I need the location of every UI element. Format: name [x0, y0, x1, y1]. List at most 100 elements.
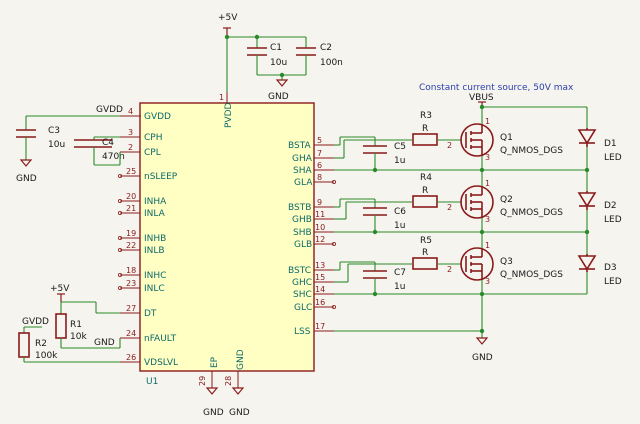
gnd-c3-label: GND: [16, 174, 37, 184]
ic-pin-num: 23: [126, 279, 136, 288]
gnd-c1c2-symbol: GND: [268, 79, 289, 102]
ic-pin-num: 19: [126, 229, 136, 238]
ic-pin-num: 25: [126, 167, 136, 176]
c2-ref: C2: [320, 43, 332, 53]
ic-pin-num: 2: [128, 143, 133, 152]
ic-pin-name: GHA: [292, 154, 313, 164]
ic-pin-num: 3: [128, 128, 133, 137]
ic-pin-name: CPL: [144, 148, 161, 158]
r3-ref: R3: [420, 111, 432, 121]
capacitor-c7[interactable]: [363, 270, 387, 279]
q1-ref: Q1: [500, 133, 513, 143]
d2-ref: D2: [604, 201, 617, 211]
led-d1[interactable]: [577, 128, 597, 147]
q1-pin-1: 1: [485, 117, 490, 126]
led-d3[interactable]: [577, 254, 597, 272]
gnd-fault-label: GND: [94, 338, 115, 348]
q2-pin-3: 3: [485, 215, 490, 224]
d1-value: LED: [604, 153, 622, 163]
ic-pin-num: 17: [315, 322, 325, 331]
ic-pin-num: 14: [315, 285, 325, 294]
c3-value: 10u: [48, 140, 65, 150]
ic-pin-name: LSS: [294, 327, 311, 337]
ic-pin-name: GLA: [294, 178, 313, 188]
ic-pin-name: VDSLVL: [144, 358, 178, 368]
r4-value: R: [422, 186, 428, 196]
q2-value: Q_NMOS_DGS: [500, 208, 563, 218]
transistor-q3[interactable]: [460, 247, 494, 281]
ic-u1-body[interactable]: [139, 102, 315, 372]
gnd-lss-label: GND: [472, 353, 493, 363]
plus5v-left-label: +5V: [50, 284, 70, 294]
ic-pin-name: CPH: [144, 133, 162, 143]
ic-pin-num-28: 28: [224, 376, 233, 386]
c5-ref: C5: [394, 142, 406, 152]
ic-pin-num: 10: [315, 223, 325, 232]
ic-pin-num: 11: [315, 210, 325, 219]
r1-value: 10k: [70, 332, 87, 342]
r2-ref: R2: [35, 339, 47, 349]
transistor-q2[interactable]: [460, 185, 494, 219]
ic-pin-num: 8: [317, 173, 322, 182]
ic-pin-name: GHC: [292, 278, 312, 288]
capacitor-c3[interactable]: [16, 129, 36, 138]
ic-pin-name: nFAULT: [144, 334, 177, 344]
c3-ref: C3: [48, 126, 60, 136]
r5-ref: R5: [420, 236, 432, 246]
ic-pin-name: GHB: [292, 215, 312, 225]
ic-u1-ref: U1: [146, 377, 158, 387]
capacitor-c4[interactable]: [74, 139, 112, 148]
led-d2[interactable]: [577, 191, 597, 210]
resistor-r4[interactable]: [412, 195, 438, 208]
resistor-r1[interactable]: [55, 313, 67, 339]
ic-pin-num: 9: [317, 198, 322, 207]
resistor-r3[interactable]: [412, 133, 438, 146]
r2-value: 100k: [35, 351, 58, 361]
ic-pin-num-4: 4: [128, 107, 133, 116]
ic-pin-name: INLC: [144, 284, 165, 294]
gnd-c3-symbol: GND: [16, 159, 37, 184]
ic-pin-num: 22: [126, 241, 136, 250]
q3-ref: Q3: [500, 257, 513, 267]
d3-value: LED: [604, 277, 622, 287]
capacitor-c1[interactable]: [247, 47, 267, 56]
note-constant-current: Constant current source, 50V max: [419, 83, 574, 93]
gvdd-top-label: GVDD: [96, 105, 123, 115]
q3-pin-3: 3: [485, 277, 490, 286]
gnd-28-symbol: GND: [229, 387, 250, 418]
c7-value: 1u: [394, 282, 405, 292]
r4-ref: R4: [420, 173, 432, 183]
c5-value: 1u: [394, 156, 405, 166]
ic-pin-name: DT: [144, 309, 157, 319]
capacitor-c5[interactable]: [363, 145, 387, 154]
ic-pin-num-29: 29: [198, 376, 207, 386]
gnd-c1c2-label: GND: [268, 92, 289, 102]
q2-pin-1: 1: [485, 179, 490, 188]
ic-pin-name: INLB: [144, 246, 165, 256]
capacitor-c2[interactable]: [296, 47, 316, 56]
c2-value: 100n: [320, 58, 343, 68]
ic-pin-gnd: GND: [236, 349, 246, 370]
ic-pin-name: BSTA: [288, 141, 312, 151]
q3-pin-1: 1: [485, 241, 490, 250]
r1-ref: R1: [70, 320, 82, 330]
gvdd-left-label: GVDD: [22, 317, 49, 327]
d1-ref: D1: [604, 139, 617, 149]
q1-value: Q_NMOS_DGS: [500, 146, 563, 156]
transistor-q1[interactable]: [460, 123, 494, 157]
ic-pin-name: nSLEEP: [144, 172, 178, 182]
q1-pin-3: 3: [485, 153, 490, 162]
resistor-r2[interactable]: [18, 332, 30, 358]
ic-pin-name: BSTB: [288, 203, 311, 213]
c1-value: 10u: [270, 58, 287, 68]
vbus-label: VBUS: [469, 93, 494, 103]
c4-value: 470n: [102, 152, 125, 162]
ic-pin-ep: EP: [210, 356, 220, 368]
gnd-ep-symbol: GND: [203, 387, 224, 418]
capacitor-c6[interactable]: [363, 207, 387, 216]
ic-pin-num: 5: [317, 136, 322, 145]
d3-ref: D3: [604, 263, 617, 273]
ic-pin-num: 6: [317, 161, 322, 170]
resistor-r5[interactable]: [412, 257, 438, 270]
